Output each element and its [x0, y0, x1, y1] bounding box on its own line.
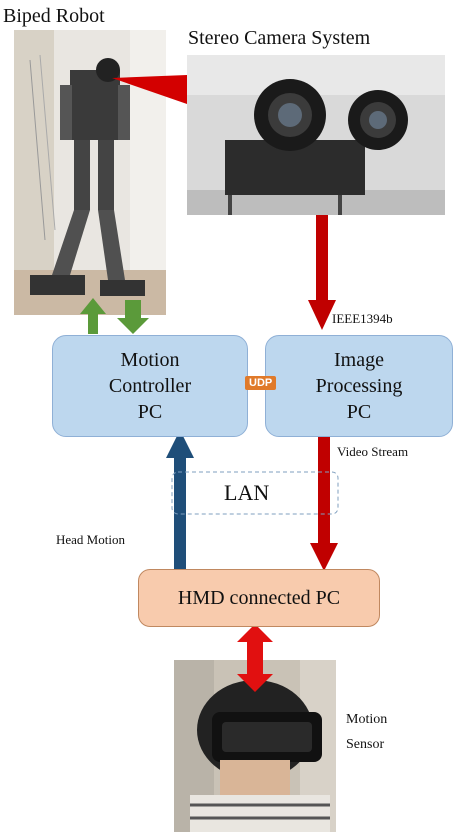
arrow-robot-controller-up [80, 298, 106, 334]
arrow-image-pc-to-hmd [310, 433, 338, 571]
biped-robot-photo [14, 30, 166, 315]
motion-sensor-label-2: Sensor [346, 737, 385, 752]
lan-box [171, 471, 339, 515]
ieee-label: IEEE1394b [332, 311, 393, 326]
arrow-camera-to-image-pc [308, 215, 336, 330]
biped-robot-label: Biped Robot [3, 5, 105, 27]
stereo-camera-label: Stereo Camera System [188, 27, 371, 49]
motion-sensor-label-1: Motion [346, 712, 388, 727]
motion-controller-line2: Controller [108, 375, 192, 397]
image-processing-pc-box: Image Processing PC [265, 335, 453, 437]
motion-controller-line1: Motion [120, 349, 180, 371]
head-motion-label: Head Motion [56, 532, 125, 547]
image-processing-line1: Image [334, 349, 384, 371]
hmd-connected-pc-box: HMD connected PC [138, 569, 380, 627]
arrow-robot-controller-down [117, 300, 149, 334]
udp-label: UDP [245, 376, 277, 390]
lan-label: LAN [224, 480, 270, 505]
motion-controller-pc-box: Motion Controller PC [52, 335, 248, 437]
arrow-hmd-to-controller [166, 430, 194, 569]
hmd-user-photo [174, 660, 336, 832]
image-processing-line3: PC [346, 401, 372, 423]
video-stream-label: Video Stream [337, 444, 409, 459]
stereo-camera-photo [187, 55, 445, 215]
motion-controller-line3: PC [137, 401, 163, 423]
arrow-hmd-sensor [237, 624, 273, 692]
image-processing-line2: Processing [315, 375, 403, 397]
camera-pointer [112, 75, 187, 104]
